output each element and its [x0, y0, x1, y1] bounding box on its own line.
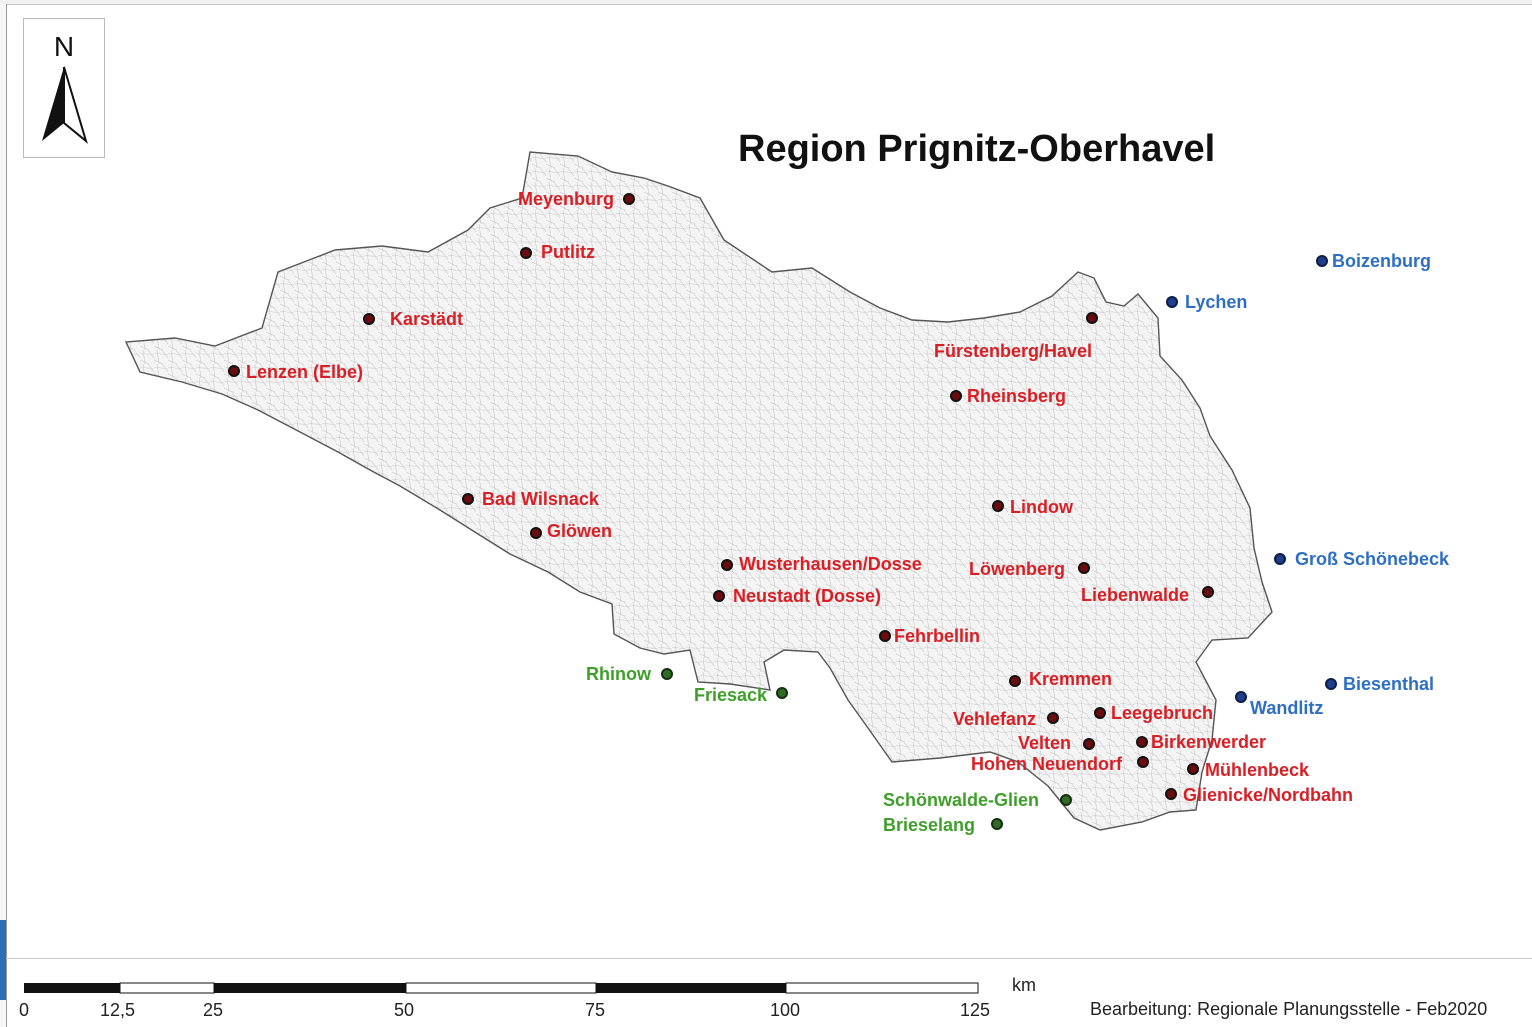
- marker-biesenthal: [1325, 678, 1337, 690]
- marker-gloewen: [530, 527, 542, 539]
- town-markers-red: [228, 193, 1214, 800]
- label-muehlenbeck: Mühlenbeck: [1205, 760, 1310, 780]
- credit-text: Bearbeitung: Regionale Planungsstelle - …: [1090, 999, 1488, 1019]
- label-hohen-neuendorf: Hohen Neuendorf: [971, 754, 1122, 774]
- marker-birkenwerder: [1136, 736, 1148, 748]
- region-outline: [124, 151, 1273, 831]
- marker-meyenburg: [623, 193, 635, 205]
- label-leegebruch: Leegebruch: [1111, 703, 1214, 723]
- marker-loewenberg: [1078, 562, 1090, 574]
- scale-tick-1: 12,5: [100, 1000, 136, 1020]
- label-glienicke: Glienicke/Nordbahn: [1183, 785, 1354, 805]
- marker-karstaedt: [363, 313, 375, 325]
- scale-tick-3: 50: [394, 1000, 415, 1020]
- marker-lindow: [992, 500, 1004, 512]
- scale-tick-4: 75: [585, 1000, 606, 1020]
- label-lenzen: Lenzen (Elbe): [246, 362, 364, 382]
- scale-bar: [24, 982, 979, 994]
- label-wandlitz: Wandlitz: [1250, 698, 1324, 718]
- label-kremmen: Kremmen: [1029, 669, 1113, 689]
- marker-fuerstenberg: [1086, 312, 1098, 324]
- label-fehrbellin: Fehrbellin: [894, 626, 981, 646]
- label-wusterhausen: Wusterhausen/Dosse: [739, 554, 922, 574]
- scale-tick-5: 100: [770, 1000, 801, 1020]
- label-gross-schoenebeck: Groß Schönebeck: [1295, 549, 1450, 569]
- marker-kremmen: [1009, 675, 1021, 687]
- marker-putlitz: [520, 247, 532, 259]
- label-lychen: Lychen: [1185, 292, 1248, 312]
- label-gloewen: Glöwen: [547, 521, 613, 541]
- label-rhinow: Rhinow: [586, 664, 651, 684]
- scale-tick-2: 25: [203, 1000, 224, 1020]
- region-map: [124, 151, 1337, 831]
- label-putlitz: Putlitz: [541, 242, 595, 262]
- footer-divider: [6, 958, 1532, 959]
- marker-hohen-neuendorf: [1137, 756, 1149, 768]
- label-meyenburg: Meyenburg: [518, 189, 615, 209]
- window-left-edge: [0, 4, 7, 1027]
- label-neustadt: Neustadt (Dosse): [733, 586, 882, 606]
- label-birkenwerder: Birkenwerder: [1151, 732, 1267, 752]
- north-arrow-icon: [42, 66, 88, 144]
- marker-bad-wilsnack: [462, 493, 474, 505]
- marker-neustadt: [713, 590, 725, 602]
- window-left-accent: [0, 920, 6, 1000]
- marker-leegebruch: [1094, 707, 1106, 719]
- marker-fehrbellin: [879, 630, 891, 642]
- marker-rheinsberg: [950, 390, 962, 402]
- label-liebenwalde: Liebenwalde: [1081, 585, 1190, 605]
- marker-glienicke: [1165, 788, 1177, 800]
- marker-brieselang: [991, 818, 1003, 830]
- marker-lychen: [1166, 296, 1178, 308]
- map-title: Region Prignitz-Oberhavel: [738, 128, 1216, 170]
- marker-gross-schoenebeck: [1274, 553, 1286, 565]
- marker-muehlenbeck: [1187, 763, 1199, 775]
- marker-friesack: [776, 687, 788, 699]
- scale-tick-6: 125: [960, 1000, 991, 1020]
- label-biesenthal: Biesenthal: [1343, 674, 1435, 694]
- label-friesack: Friesack: [694, 685, 768, 705]
- label-bad-wilsnack: Bad Wilsnack: [482, 489, 599, 509]
- marker-rhinow: [661, 668, 673, 680]
- label-karstaedt: Karstädt: [390, 309, 464, 329]
- label-brieselang: Brieselang: [883, 815, 976, 835]
- marker-velten: [1083, 738, 1095, 750]
- label-vehlefanz: Vehlefanz: [953, 709, 1037, 729]
- label-loewenberg: Löwenberg: [969, 559, 1066, 579]
- label-rheinsberg: Rheinsberg: [967, 386, 1067, 406]
- label-velten: Velten: [1018, 733, 1072, 753]
- north-arrow: N: [23, 18, 105, 158]
- town-markers-green: [661, 668, 1072, 830]
- marker-schoenwalde: [1060, 794, 1072, 806]
- marker-wandlitz: [1235, 691, 1247, 703]
- marker-wusterhausen: [721, 559, 733, 571]
- label-schoenwalde: Schönwalde-Glien: [883, 790, 1040, 810]
- scale-tick-0: 0: [19, 1000, 30, 1020]
- label-fuerstenberg: Fürstenberg/Havel: [934, 341, 1093, 361]
- marker-liebenwalde: [1202, 586, 1214, 598]
- north-label: N: [53, 31, 75, 62]
- town-markers-blue: [1166, 255, 1337, 703]
- scale-unit: km: [1012, 975, 1036, 995]
- label-lindow: Lindow: [1010, 497, 1073, 517]
- marker-lenzen: [228, 365, 240, 377]
- label-boizenburg: Boizenburg: [1332, 251, 1431, 271]
- marker-boizenburg: [1316, 255, 1328, 267]
- marker-vehlefanz: [1047, 712, 1059, 724]
- window-top-edge: [0, 0, 1532, 5]
